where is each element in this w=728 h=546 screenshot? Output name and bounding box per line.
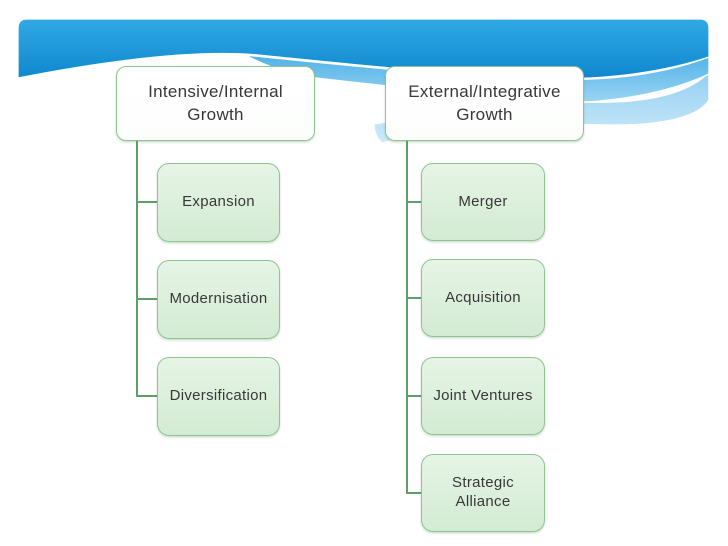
- tree-child-box-diversification: Diversification: [157, 357, 280, 436]
- child-label: Joint Ventures: [433, 386, 533, 404]
- tree-child-box-joint-ventures: Joint Ventures: [421, 357, 545, 435]
- connector-line: [406, 201, 422, 203]
- root-label-line2: Growth: [187, 104, 244, 124]
- tree-root-box-intensive-internal-growth: Intensive/Internal Growth: [116, 66, 315, 141]
- connector-line: [406, 395, 422, 397]
- child-label: Diversification: [169, 387, 268, 405]
- tree-child-box-expansion: Expansion: [157, 163, 280, 242]
- connector-line: [136, 140, 138, 397]
- connector-line: [406, 492, 422, 494]
- tree-child-box-acquisition: Acquisition: [421, 259, 545, 337]
- tree-child-box-modernisation: Modernisation: [157, 260, 280, 339]
- header-wave-banner: [17, 18, 710, 144]
- connector-line: [136, 201, 158, 203]
- child-label: Merger: [458, 192, 508, 210]
- child-label: Modernisation: [169, 290, 268, 308]
- connector-line: [406, 140, 408, 493]
- connector-line: [406, 297, 422, 299]
- tree-root-box-external-integrative-growth: External/Integrative Growth: [385, 66, 584, 141]
- root-label-line1: Intensive/Internal: [148, 82, 283, 102]
- connector-line: [136, 395, 158, 397]
- root-label-line2: Growth: [456, 104, 513, 124]
- root-label-line1: External/Integrative: [408, 82, 561, 102]
- tree-child-box-merger: Merger: [421, 163, 545, 241]
- child-label: Acquisition: [445, 288, 521, 306]
- child-label: Strategic Alliance: [452, 474, 514, 510]
- child-label: Expansion: [182, 193, 255, 211]
- tree-child-box-strategic-alliance: Strategic Alliance: [421, 454, 545, 532]
- connector-line: [136, 298, 158, 300]
